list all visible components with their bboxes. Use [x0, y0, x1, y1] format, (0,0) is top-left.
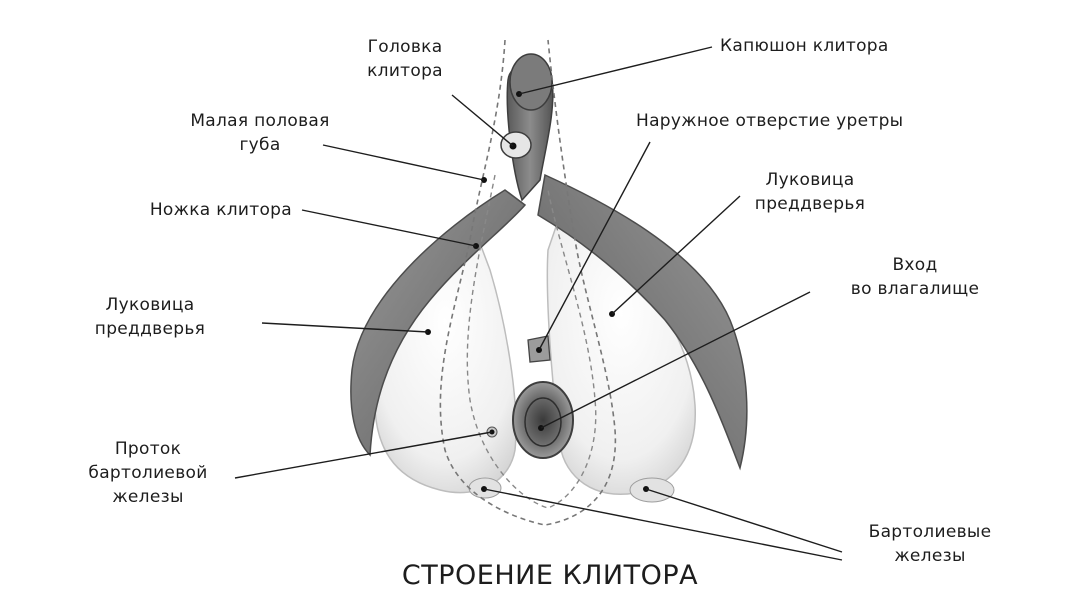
label-glans-line2: клитора: [367, 61, 443, 81]
label-crus: Ножка клитора: [92, 198, 292, 222]
label-duct-line1: Проток: [114, 439, 182, 459]
label-urethra: Наружное отверстие уретры: [636, 109, 903, 133]
labia-minora-outline: [439, 39, 617, 526]
label-glans: Головка клитора: [350, 35, 460, 83]
label-labia-minora: Малая половая губа: [160, 109, 360, 157]
label-urethra-line1: Наружное отверстие уретры: [636, 111, 904, 131]
leader-gland-right: [645, 488, 843, 553]
label-bulb-left: Луковица преддверья: [80, 293, 220, 341]
leader-glans: [451, 94, 514, 147]
clitoral-crus-right: [537, 173, 748, 471]
label-duct-line2: бартолиевой: [88, 463, 208, 483]
label-bulb-left-line1: Луковица: [105, 295, 195, 315]
label-glands-line2: железы: [894, 546, 966, 566]
leader-hood: [518, 46, 713, 95]
leader-duct: [234, 431, 493, 479]
leader-vaginal: [540, 291, 811, 429]
label-duct-line3: железы: [112, 487, 184, 507]
label-labia-line1: Малая половая: [190, 111, 330, 131]
label-bulb-right-line2: преддверья: [754, 194, 866, 214]
label-bulb-right: Луковица преддверья: [740, 168, 880, 216]
diagram-caption: СТРОЕНИЕ КЛИТОРА: [401, 560, 699, 591]
leader-bulb-right: [611, 195, 741, 315]
label-glans-line1: Головка: [367, 37, 443, 57]
label-crus-line1: Ножка клитора: [149, 200, 292, 220]
label-bulb-left-line2: преддверья: [94, 319, 206, 339]
label-bartholin-duct: Проток бартолиевой железы: [68, 437, 228, 509]
label-bartholin-glands: Бартолиевые железы: [845, 520, 1015, 568]
label-vaginal-opening: Вход во влагалище: [835, 253, 995, 301]
vaginal-opening: [512, 381, 574, 459]
leader-bulb-left: [261, 322, 429, 333]
label-glands-line1: Бартолиевые: [868, 522, 992, 542]
label-hood-line1: Капюшон клитора: [720, 36, 889, 56]
label-bulb-right-line1: Луковица: [765, 170, 855, 190]
vaginal-opening-inner: [524, 397, 562, 447]
bartholin-gland-right: [629, 477, 675, 503]
label-labia-line2: губа: [239, 135, 281, 155]
label-vaginal-line2: во влагалище: [850, 279, 980, 299]
labia-inner-outline: [466, 174, 597, 509]
label-vaginal-line1: Вход: [892, 255, 938, 275]
clitoral-hood: [509, 53, 553, 111]
leader-lines: [234, 46, 843, 561]
leader-labia: [322, 144, 485, 181]
label-hood: Капюшон клитора: [720, 34, 889, 58]
leader-urethra: [538, 141, 651, 351]
leader-gland-left: [483, 488, 843, 561]
leader-crus: [301, 209, 477, 247]
